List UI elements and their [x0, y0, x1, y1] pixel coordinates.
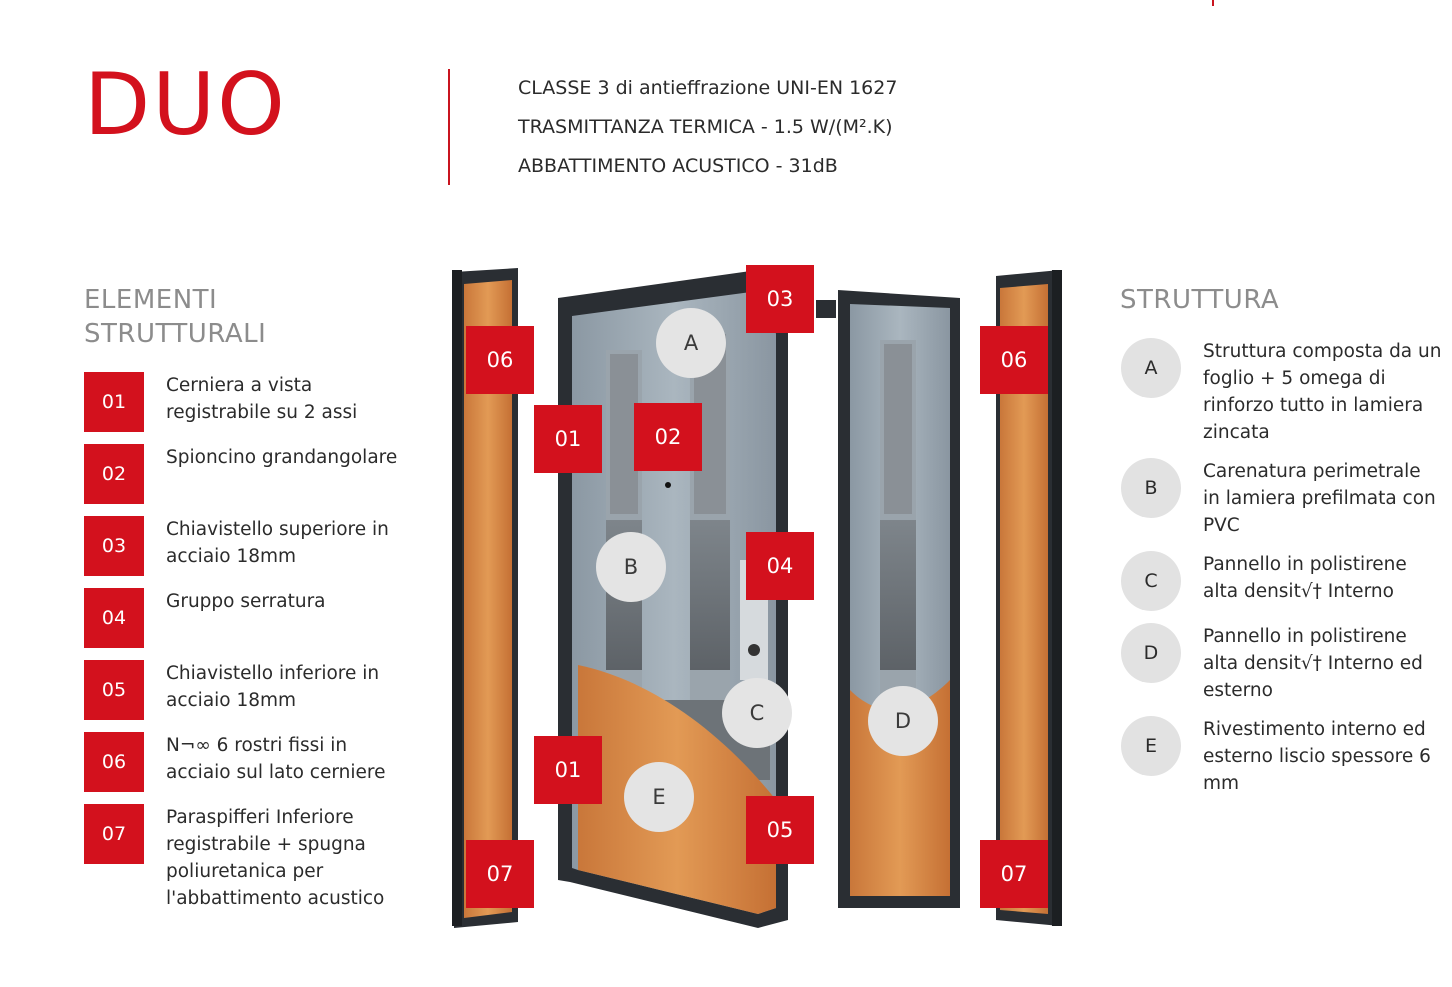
structure-letter-b: B: [1121, 458, 1181, 518]
elements-title: ELEMENTI STRUTTURALI: [84, 283, 266, 351]
callout-06-left: 06: [466, 326, 534, 394]
element-text-04: Gruppo serratura: [166, 588, 326, 615]
element-text-line: Cerniera a vista: [166, 375, 313, 396]
spec-thermal: TRASMITTANZA TERMICA - 1.5 W/(M².K): [518, 116, 893, 138]
callout-03: 03: [746, 265, 814, 333]
element-text-line: Spioncino grandangolare: [166, 447, 398, 468]
structure-title: STRUTTURA: [1120, 285, 1280, 315]
structure-text-a: Struttura composta da un foglio + 5 omeg…: [1203, 338, 1441, 446]
callout-05: 05: [746, 796, 814, 864]
callout-07-right: 07: [980, 840, 1048, 908]
spec-thermal-text: TRASMITTANZA TERMICA - 1.5 W/(M²: [518, 116, 867, 138]
element-text-05: Chiavistello inferiore in acciaio 18mm: [166, 660, 379, 714]
structure-text-line: Carenatura perimetrale: [1203, 461, 1421, 482]
structure-text-line: Struttura composta da un: [1203, 341, 1442, 362]
callout-04: 04: [746, 532, 814, 600]
structure-text-line: alta densit√† Interno ed: [1203, 653, 1423, 674]
callout-02: 02: [634, 403, 702, 471]
element-number-04: 04: [84, 588, 144, 648]
element-number-07: 07: [84, 804, 144, 864]
diagram-circle-e: E: [624, 762, 694, 832]
elements-title-line2: STRUTTURALI: [84, 319, 267, 349]
spec-acoustic: ABBATTIMENTO ACUSTICO - 31dB: [518, 155, 838, 177]
callout-01-top: 01: [534, 405, 602, 473]
structure-text-line: Pannello in polistirene: [1203, 554, 1407, 575]
element-text-line: Chiavistello inferiore in: [166, 663, 380, 684]
callout-01-bottom: 01: [534, 736, 602, 804]
structure-text-line: esterno liscio spessore 6: [1203, 746, 1431, 767]
right-jamb: [996, 270, 1062, 926]
structure-text-c: Pannello in polistirene alta densit√† In…: [1203, 551, 1407, 605]
main-door-leaf: [558, 268, 788, 928]
left-jamb: [452, 268, 518, 928]
diagram-circle-a: A: [656, 308, 726, 378]
structure-text-line: rinforzo tutto in lamiera: [1203, 395, 1424, 416]
structure-letter-e: E: [1121, 716, 1181, 776]
header-divider: [448, 69, 450, 185]
element-text-line: Chiavistello superiore in: [166, 519, 389, 540]
structure-letter-c: C: [1121, 551, 1181, 611]
elements-title-line1: ELEMENTI: [84, 285, 218, 315]
element-text-line: N¬∞ 6 rostri fissi in: [166, 735, 348, 756]
spec-thermal-suffix: .K): [866, 116, 893, 138]
element-text-03: Chiavistello superiore in acciaio 18mm: [166, 516, 389, 570]
product-title: DUO: [84, 55, 287, 155]
element-number-06: 06: [84, 732, 144, 792]
structure-text-line: Pannello in polistirene: [1203, 626, 1407, 647]
element-number-05: 05: [84, 660, 144, 720]
structure-text-e: Rivestimento interno ed esterno liscio s…: [1203, 716, 1431, 797]
structure-text-line: mm: [1203, 773, 1240, 794]
element-text-line: Gruppo serratura: [166, 591, 326, 612]
spec-class: CLASSE 3 di antieffrazione UNI-EN 1627: [518, 77, 898, 99]
structure-text-line: PVC: [1203, 515, 1240, 536]
element-text-line: acciaio 18mm: [166, 546, 297, 567]
second-door-leaf: [816, 290, 960, 908]
callout-07-left: 07: [466, 840, 534, 908]
structure-text-line: Rivestimento interno ed: [1203, 719, 1426, 740]
structure-text-line: alta densit√† Interno: [1203, 581, 1394, 602]
element-text-line: poliuretanica per: [166, 861, 324, 882]
element-text-01: Cerniera a vista registrabile su 2 assi: [166, 372, 357, 426]
element-text-line: acciaio sul lato cerniere: [166, 762, 386, 783]
door-diagram: [452, 268, 1062, 928]
structure-text-line: foglio + 5 omega di: [1203, 368, 1386, 389]
element-text-line: registrabile + spugna: [166, 834, 366, 855]
callout-06-right: 06: [980, 326, 1048, 394]
element-text-line: l'abbattimento acustico: [166, 888, 385, 909]
diagram-circle-d: D: [868, 686, 938, 756]
structure-text-line: zincata: [1203, 422, 1270, 443]
element-text-line: acciaio 18mm: [166, 690, 297, 711]
element-text-line: Paraspifferi Inferiore: [166, 807, 354, 828]
element-text-07: Paraspifferi Inferiore registrabile + sp…: [166, 804, 384, 912]
structure-text-line: esterno: [1203, 680, 1273, 701]
diagram-circle-c: C: [722, 678, 792, 748]
diagram-circle-b: B: [596, 532, 666, 602]
structure-letter-d: D: [1121, 623, 1181, 683]
element-number-03: 03: [84, 516, 144, 576]
element-text-line: registrabile su 2 assi: [166, 402, 358, 423]
element-number-02: 02: [84, 444, 144, 504]
structure-text-line: in lamiera prefilmata con: [1203, 488, 1436, 509]
element-number-01: 01: [84, 372, 144, 432]
structure-text-d: Pannello in polistirene alta densit√† In…: [1203, 623, 1423, 704]
structure-letter-a: A: [1121, 338, 1181, 398]
element-text-06: N¬∞ 6 rostri fissi in acciaio sul lato c…: [166, 732, 385, 786]
structure-text-b: Carenatura perimetrale in lamiera prefil…: [1203, 458, 1436, 539]
element-text-02: Spioncino grandangolare: [166, 444, 397, 471]
top-accent-line: [1212, 0, 1214, 6]
